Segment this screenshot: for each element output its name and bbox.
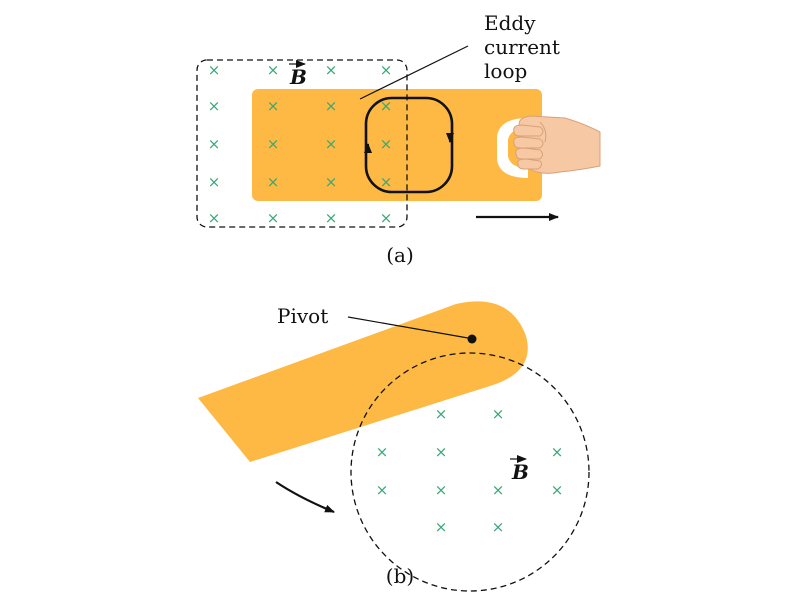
field-markers-a: × × × × × × × × × × × × × × × × × × × × [208,61,393,227]
annotation-line-3: loop [484,59,527,83]
metal-plate-a [252,89,542,201]
field-marker: × [208,173,221,191]
panel-b: Pivot × × × × × × × × × × × B (b) [198,301,590,592]
field-marker: × [267,61,280,79]
field-marker: × [208,135,221,153]
field-marker: × [435,518,448,536]
field-marker: × [376,443,389,461]
field-marker: × [435,405,448,423]
field-marker: × [325,61,338,79]
field-marker: × [380,97,393,115]
field-marker: × [380,135,393,153]
pivot-leader-line [347,316,469,339]
field-marker: × [267,209,280,227]
field-marker: × [267,173,280,191]
field-marker: × [380,61,393,79]
swing-direction-arrow [275,481,335,514]
pivot-point [467,334,477,344]
field-marker: × [551,481,564,499]
field-marker: × [325,97,338,115]
field-marker: × [435,443,448,461]
caption-b: (b) [386,564,414,588]
field-symbol-b: B [289,65,307,89]
eddy-current-loop [364,96,454,194]
field-label-b-a: B [289,60,307,89]
field-marker: × [492,518,505,536]
pendulum-plate [198,301,528,462]
pivot-label: Pivot [277,304,328,328]
field-marker: × [267,135,280,153]
field-marker: × [376,481,389,499]
field-marker: × [325,209,338,227]
field-marker: × [492,481,505,499]
field-symbol-b-2: B [511,460,529,484]
caption-a: (a) [386,243,414,267]
panel-a: × × × × × × × × × × × × × × × × × × × × B Eddy current loop [196,11,601,267]
annotation-line-2: current [484,35,560,59]
annotation-leader-line [359,45,469,100]
field-marker: × [380,209,393,227]
eddy-current-annotation: Eddy current loop [484,11,560,83]
magnetic-field-region-b [350,352,590,592]
field-marker: × [267,97,280,115]
annotation-line-1: Eddy [484,11,536,35]
field-marker: × [208,209,221,227]
field-marker: × [492,405,505,423]
field-marker: × [325,135,338,153]
field-markers-b: × × × × × × × × × × × [376,405,564,536]
field-label-b-b: B [510,455,529,484]
field-marker: × [380,173,393,191]
field-marker: × [325,173,338,191]
field-marker: × [551,443,564,461]
field-marker: × [208,61,221,79]
field-marker: × [208,97,221,115]
hand-icon [513,115,601,174]
field-marker: × [435,481,448,499]
